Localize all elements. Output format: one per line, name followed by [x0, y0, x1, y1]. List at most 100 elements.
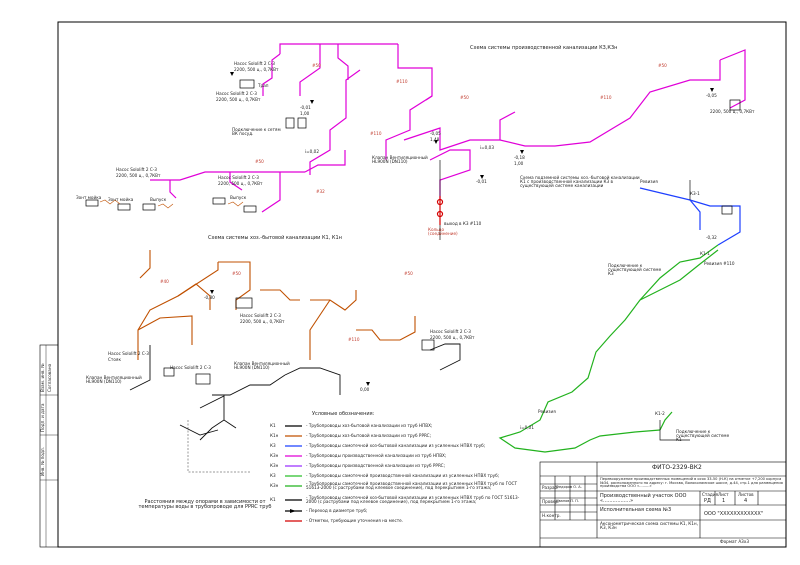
pump-label-a: Насос Sololift 2 С-3 [234, 61, 275, 66]
k5-pressure-pipes [498, 244, 719, 453]
organization: Производственный участок ООО «..........… [600, 493, 687, 504]
pump-label-h: Насос Sololift 2 С-3 [170, 365, 211, 370]
drain-note: Подключение к сетям ВК посуд. [232, 127, 281, 137]
elev-label: 1,48 [430, 137, 440, 142]
pump-spec-g: 2200, 500 ц., 0,7КВт [430, 335, 475, 340]
existing-k3-label: Подключение к существующей системе К3 [608, 263, 662, 277]
dim-tag: #50 [232, 271, 241, 276]
dim-tag: #40 [160, 279, 169, 284]
elev-label: -0,05 [430, 131, 441, 136]
sheet-frame [57, 21, 787, 548]
trap-label-a: Выпуск [150, 197, 167, 202]
legend-code: К3н [270, 453, 279, 458]
pump-label-f: Насос Sololift 2 С-3 [430, 329, 471, 334]
pump-spec-b: 2200, 500 ц., 0,7КВт [216, 97, 261, 102]
elev-label: 1,00 [514, 161, 524, 166]
elev-label: -0,32 [706, 235, 717, 240]
k1-pipes [129, 343, 461, 441]
upper-rev: Ревизия #110 [704, 261, 735, 266]
pump-label-b: Насос Sololift 2 С-3 [216, 91, 257, 96]
legend-samples [285, 425, 302, 522]
stage-header: Стадия [702, 492, 719, 497]
format-label: Формат А3х3 [720, 539, 749, 544]
legend-text: - Трубопроводы самотечной производственн… [306, 473, 500, 478]
dim-tag: #110 [370, 131, 382, 136]
elev-label: 0,00 [360, 387, 370, 392]
elev-label: -0,01 [476, 179, 487, 184]
flush-label-b: Ревизия [538, 409, 556, 414]
scheme-title-pressure: Схема подземной системы хоз.-бытовой кан… [520, 175, 640, 189]
project-description: Перевооружение производственных помещени… [600, 477, 783, 489]
legend-text: - Переход в диаметре труб; [306, 508, 368, 513]
drawing-title: Аксонометрическая схема системы К1, К1н,… [600, 521, 698, 531]
sink-label-a: Зонт мойка [76, 195, 102, 200]
legend-code: К1 [270, 497, 276, 502]
elevation-marks [210, 72, 714, 386]
role-normcontrol: Н.контр. [542, 513, 561, 518]
pump-label-g: Насос Sololift 2 С-3 [108, 351, 149, 356]
elev-label: -0,18 [514, 155, 525, 160]
role-checker: Провер. [542, 499, 560, 504]
k1-label-b: К1-2 [655, 411, 665, 416]
existing-k1-label: Подключение к существующей системе К1 [676, 429, 730, 443]
elev-label: 1,00 [300, 111, 310, 116]
support-note: Расстояния между опорами в зависимости о… [138, 499, 272, 510]
legend-text: - Трубопроводы производственной канализа… [306, 453, 447, 458]
flush-label-a: Ревизия [640, 179, 658, 184]
elev-label: -0,80 [204, 295, 215, 300]
legend-code: К3н [270, 463, 279, 468]
k1-label-a: К1-1 [700, 251, 710, 256]
legend-text: - Трубопроводы хоз-бытовой канализации и… [306, 433, 432, 438]
role-developer: Разраб. [542, 485, 559, 490]
legend-text: - Трубопроводы самотечной производственн… [306, 481, 518, 491]
title-block [539, 461, 787, 548]
dim-tag: #110 [348, 337, 360, 342]
exit-note: выход в К3 #110 [444, 221, 482, 226]
sheets-value: 4 [744, 498, 748, 504]
valve-label-a: Клапан Вентиляционный HL900N (DN110) [372, 155, 428, 165]
stamp-replace: Взам. инв. № [40, 363, 45, 392]
name-checker: Иванов П. П. [556, 499, 580, 503]
stamp-sign: Подп. и дата [40, 403, 45, 432]
legend-text: - Трубопроводы самотечной хоз-бытовой ка… [306, 495, 520, 505]
legend-code: К3 [270, 443, 276, 448]
name-developer: Федоров О. А. [556, 485, 582, 489]
pump-spec-f: 2200, 500 ц., 0,7КВт [240, 319, 285, 324]
company: ООО "ХХХХХХХХХХХХ" [704, 511, 764, 517]
scheme-title-household: Схема системы хоз.-бытовой канализации К… [208, 235, 342, 241]
dim-tag: #50 [404, 271, 413, 276]
legend-text: - Трубопроводы самотечной хоз-бытовой ка… [306, 443, 486, 448]
riser-a: Стояк [108, 357, 121, 362]
floor-drain-label: Трап [258, 83, 269, 88]
scheme-title-production: Схема системы производственной канализац… [470, 45, 618, 51]
legend-title: Условные обозначения: [312, 411, 375, 417]
dim-tag: #50 [312, 63, 321, 68]
legend-text: - Трубопроводы производственной канализа… [306, 463, 445, 468]
slope-tag: i=0,02 [305, 149, 319, 154]
slope-tag: i=0,03 [480, 145, 494, 150]
sheet-header: Лист [718, 492, 729, 497]
sheets-header: Листов [738, 492, 754, 497]
left-stamp-frame [39, 344, 59, 548]
k3-label: К3-1 [690, 191, 700, 196]
red-markers [436, 196, 444, 225]
valve-label-b: Клапан Вентиляционный HL900N (DN110) [86, 375, 142, 385]
stage-value: РД [704, 498, 711, 504]
elev-label: -0,01 [300, 105, 311, 110]
dim-tag: #110 [600, 95, 612, 100]
stamp-inv: Инв. № подл. [40, 447, 45, 476]
pump-label-e: Насос Sololift 2 С-3 [240, 313, 281, 318]
red-note: Кольцо (соединение) [428, 227, 458, 237]
pump-spec-a: 2200, 500 ц., 0,7КВт [234, 67, 279, 72]
k1n-household-pipes [137, 250, 416, 360]
legend-code: К1 [270, 423, 276, 428]
pump-label-c: Насос Sololift 2 С-3 [116, 167, 157, 172]
stamp-agreed: Согласовано [47, 363, 52, 392]
elev-label: -0,05 [706, 93, 717, 98]
sink-label-b: Зонт мойка [108, 197, 134, 202]
dim-tag: #110 [396, 79, 408, 84]
pump-label-d: Насос Sololift 2 С-3 [218, 175, 259, 180]
legend-code: К3 [270, 473, 276, 478]
dim-tag: #50 [460, 95, 469, 100]
